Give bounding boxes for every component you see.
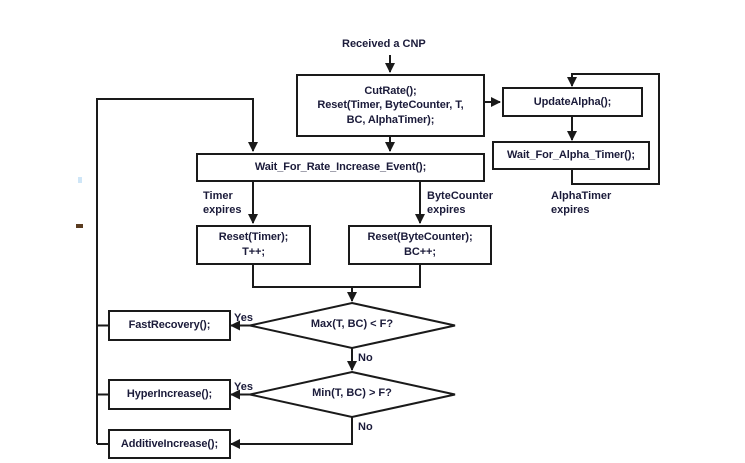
edge-waitalpha-loopback <box>567 73 660 185</box>
node-reset-bytecounter-line1: Reset(ByteCounter); <box>367 231 473 244</box>
node-cutrate-line1: CutRate(); <box>364 84 417 97</box>
node-updatealpha[interactable]: UpdateAlpha(); <box>502 87 643 117</box>
node-cutrate-line3: BC, AlphaTimer); <box>346 113 435 126</box>
node-wait-for-alpha-timer-label: Wait_For_Alpha_Timer(); <box>507 149 635 162</box>
node-reset-bytecounter-line2: BC++; <box>404 246 436 258</box>
edge-label-yes-max: Yes <box>234 312 253 324</box>
node-reset-timer[interactable]: Reset(Timer); T++; <box>196 225 311 265</box>
scan-artifact-dot-2 <box>78 177 82 183</box>
edge-label-yes-min: Yes <box>234 381 253 393</box>
edge-label-alphatimer-expires: AlphaTimer expires <box>551 190 612 216</box>
node-cutrate[interactable]: CutRate(); Reset(Timer, ByteCounter, T, … <box>296 74 485 137</box>
node-reset-bytecounter[interactable]: Reset(ByteCounter); BC++; <box>348 225 492 265</box>
node-updatealpha-label: UpdateAlpha(); <box>533 95 612 108</box>
node-additiveincrease[interactable]: AdditiveIncrease(); <box>108 429 231 459</box>
node-reset-timer-line1: Reset(Timer); <box>218 231 289 244</box>
edge-decision-min-no <box>230 417 353 449</box>
node-wait-for-rate-increase-event[interactable]: Wait_For_Rate_Increase_Event(); <box>196 153 485 182</box>
node-hyperincrease[interactable]: HyperIncrease(); <box>108 379 231 410</box>
node-wait-for-alpha-timer[interactable]: Wait_For_Alpha_Timer(); <box>492 141 650 170</box>
node-cutrate-line2: Reset(Timer, ByteCounter, T, <box>317 99 464 112</box>
edge-label-bytecounter-expires: ByteCounter expires <box>427 190 494 216</box>
edge-resetbyte-merge <box>352 265 421 288</box>
node-wait-for-rate-increase-event-label: Wait_For_Rate_Increase_Event(); <box>254 161 427 174</box>
edge-label-no-max: No <box>358 352 373 364</box>
decision-min-label[interactable]: Min(T, BC) > F? <box>312 387 392 399</box>
edge-feedback-to-waitrate <box>96 98 258 444</box>
scan-artifact-dot <box>76 224 83 228</box>
node-hyperincrease-label: HyperIncrease(); <box>126 388 213 401</box>
decision-max-label[interactable]: Max(T, BC) < F? <box>310 318 394 330</box>
node-additiveincrease-label: AdditiveIncrease(); <box>120 437 219 450</box>
node-reset-timer-line2: T++; <box>242 246 265 258</box>
start-label: Received a CNP <box>342 38 426 50</box>
edge-resettimer-merge <box>252 265 352 288</box>
node-fastrecovery-label: FastRecovery(); <box>128 319 211 332</box>
node-fastrecovery[interactable]: FastRecovery(); <box>108 310 231 341</box>
edge-label-timer-expires: Timer expires <box>203 190 242 216</box>
edge-label-no-min: No <box>358 421 373 433</box>
